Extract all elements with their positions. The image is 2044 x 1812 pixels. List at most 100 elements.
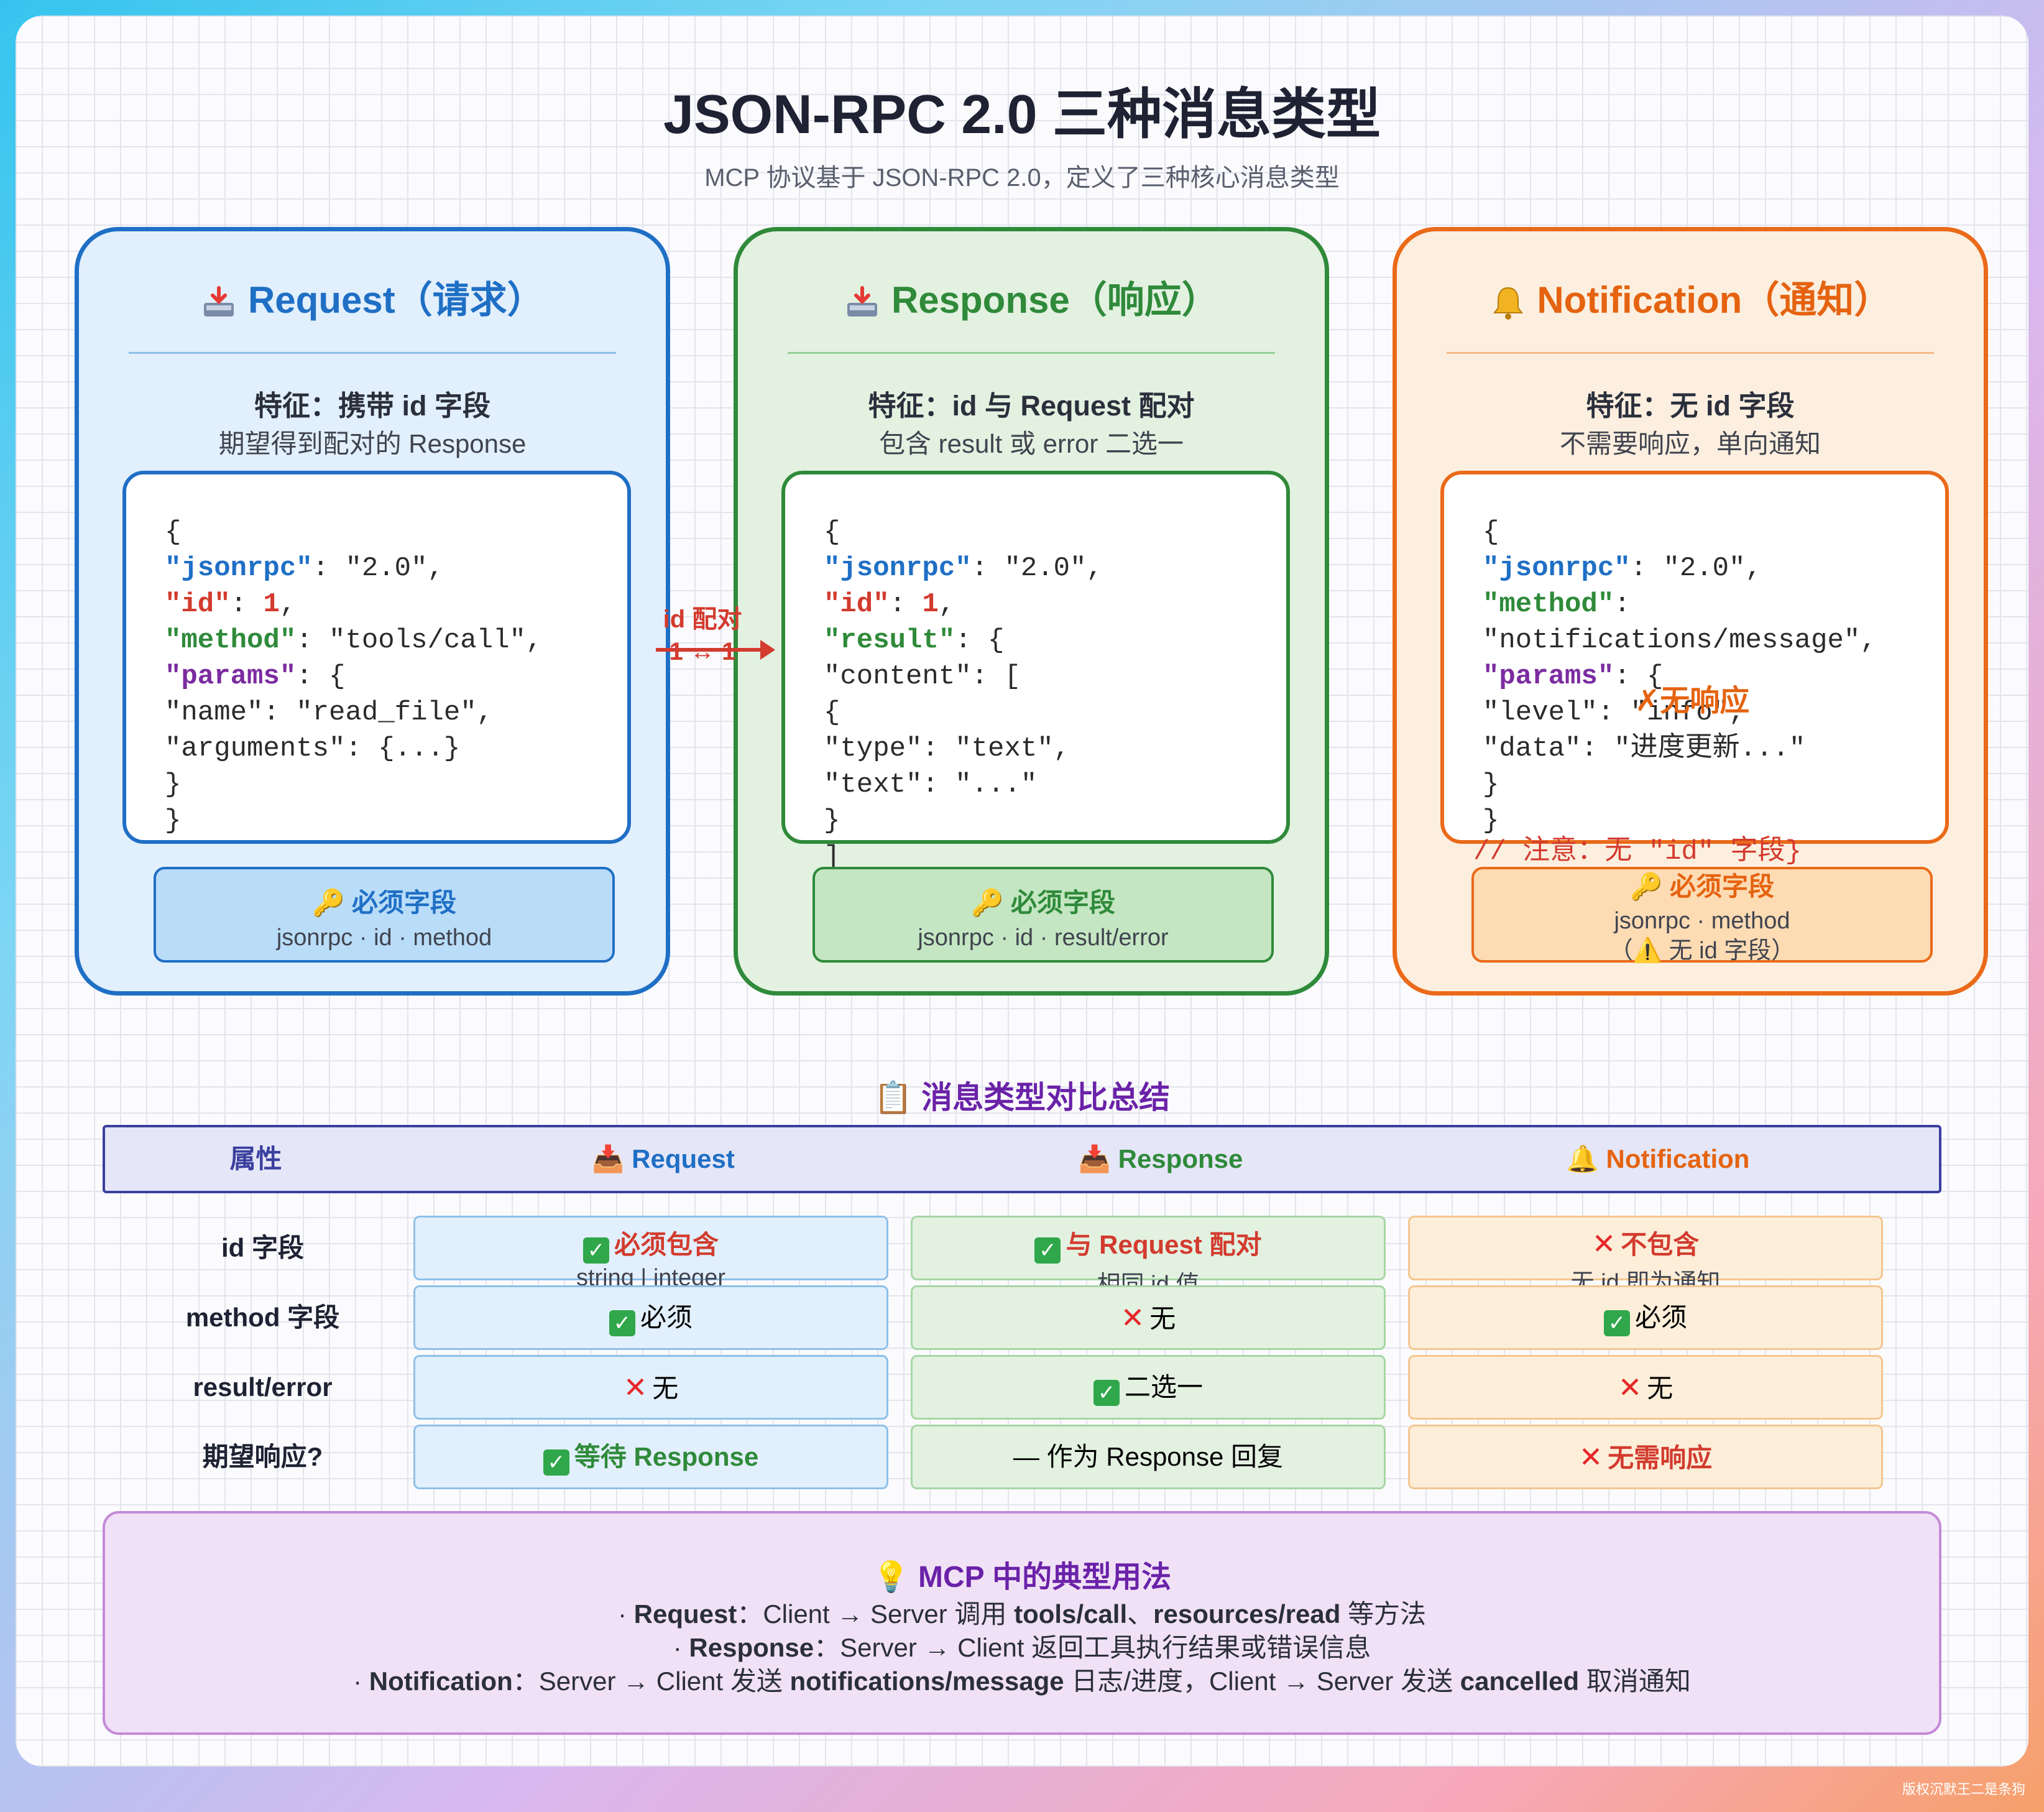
row-label-result: result/error	[193, 1372, 333, 1402]
required-title: 🔑 必须字段	[312, 888, 456, 917]
header-request: 📥 Request	[592, 1144, 735, 1173]
code-line: {	[824, 517, 840, 548]
cell-response-result: ✓二选一	[911, 1355, 1386, 1420]
header-response: 📥 Response	[1078, 1144, 1243, 1173]
cell-request-result: ✕无	[413, 1355, 888, 1420]
code-line: "name": "read_file",	[165, 697, 494, 728]
response-feature: 特征：id 与 Request 配对	[868, 390, 1195, 422]
required-title: 🔑 必须字段	[971, 888, 1115, 917]
request-divider	[129, 352, 616, 354]
code-line: "jsonrpc": "2.0",	[824, 553, 1103, 584]
header-attribute: 属性	[229, 1144, 282, 1173]
bell-icon	[1493, 287, 1523, 320]
code-key: "jsonrpc"	[824, 553, 972, 584]
code-line: {	[824, 697, 840, 728]
code-key: "jsonrpc"	[165, 553, 313, 584]
cell-notification-result: ✕无	[1408, 1355, 1883, 1420]
code-key: "params"	[1483, 661, 1614, 692]
response-code-block: { "jsonrpc": "2.0", "id": 1, "result": {…	[781, 471, 1290, 872]
code-line: }	[824, 805, 840, 836]
key-icon: 🔑	[971, 888, 1004, 917]
code-line: "data": "进度更新..."	[1483, 733, 1806, 764]
id-pair-line2: 1 ↔ 1	[669, 638, 736, 665]
cross-icon: ✕	[1618, 1371, 1642, 1403]
required-value: jsonrpc · id · method	[276, 925, 492, 951]
code-key: "id"	[165, 589, 231, 620]
request-title-text: Request（请求）	[247, 279, 545, 321]
diagram-card: JSON-RPC 2.0 三种消息类型 MCP 协议基于 JSON-RPC 2.…	[16, 16, 2028, 1767]
code-line: "content": [	[824, 661, 1021, 692]
inbox-tray-icon	[204, 286, 234, 317]
code-line: }	[165, 805, 182, 836]
response-feature-sub: 包含 result 或 error 二选一	[878, 429, 1184, 458]
code-line: "jsonrpc": "2.0",	[165, 553, 444, 584]
row-label-expect: 期望响应?	[202, 1442, 323, 1471]
usage-tip-box: 💡 MCP 中的典型用法 · Request：Client → Server 调…	[103, 1511, 1941, 1735]
request-feature-sub: 期望得到配对的 Response	[218, 429, 527, 458]
required-note: （⚠️ 无 id 字段）	[1609, 938, 1795, 964]
check-icon: ✓	[1603, 1310, 1630, 1336]
code-key: "params"	[165, 661, 297, 692]
watermark: 版权沉默王二是条狗	[1902, 1782, 2025, 1797]
code-line: "params": {	[165, 661, 346, 692]
cell-notification-method: ✓必须	[1408, 1285, 1883, 1350]
code-line: {	[165, 517, 182, 548]
required-value: jsonrpc · id · result/error	[918, 925, 1169, 951]
check-icon: ✓	[1093, 1380, 1120, 1406]
code-line: "arguments": {...}	[165, 733, 461, 764]
clipboard-icon: 📋	[873, 1080, 913, 1115]
response-required-fields: 🔑 必须字段 jsonrpc · id · result/error	[813, 867, 1274, 963]
page-subtitle: MCP 协议基于 JSON-RPC 2.0，定义了三种核心消息类型	[704, 164, 1340, 192]
light-bulb-icon: 💡	[872, 1561, 910, 1594]
request-feature: 特征：携带 id 字段	[254, 390, 490, 422]
tip-line-response: · Response：Server → Client 返回工具执行结果或错误信息	[673, 1633, 1371, 1662]
cell-notification-id: ✕不包含 无 id 即为通知	[1408, 1216, 1883, 1296]
notification-divider	[1447, 352, 1934, 354]
check-icon: ✓	[609, 1310, 635, 1336]
code-key: "method"	[1483, 589, 1614, 620]
page-title: JSON-RPC 2.0 三种消息类型	[663, 83, 1381, 145]
request-title: Request（请求）	[79, 270, 666, 324]
cell-request-method: ✓必须	[413, 1285, 888, 1350]
code-line: "notifications/message",	[1483, 625, 1877, 656]
code-line: "level": "info",	[1483, 697, 1746, 728]
check-icon: ✓	[543, 1449, 569, 1476]
code-line: }	[1483, 805, 1499, 836]
request-code-block: { "jsonrpc": "2.0", "id": 1, "method": "…	[122, 471, 631, 844]
cell-notification-expect: ✕无需响应	[1408, 1425, 1883, 1489]
row-label-id: id 字段	[221, 1233, 304, 1262]
code-line: "id": 1,	[165, 589, 297, 620]
check-icon: ✓	[582, 1237, 609, 1264]
row-label-method: method 字段	[185, 1303, 340, 1332]
notification-title: Notification（通知）	[1397, 270, 1984, 324]
notification-required-fields: 🔑 必须字段 jsonrpc · method（⚠️ 无 id 字段）	[1471, 867, 1933, 964]
summary-title: 📋 消息类型对比总结	[873, 1080, 1171, 1115]
required-title: 🔑 必须字段	[1630, 872, 1774, 901]
notification-feature: 特征：无 id 字段	[1586, 390, 1795, 422]
response-title-text: Response（响应）	[891, 279, 1219, 321]
code-line: }	[165, 769, 182, 800]
code-line: "method": "tools/call",	[165, 625, 543, 656]
key-icon: 🔑	[1630, 872, 1663, 901]
cross-icon: ✕	[1120, 1301, 1145, 1334]
request-panel: Request（请求） 特征：携带 id 字段 期望得到配对的 Response…	[75, 227, 670, 996]
cross-icon: ✕	[1591, 1227, 1616, 1260]
code-key: "method"	[165, 625, 297, 656]
inbox-tray-icon	[847, 286, 878, 317]
code-key: "id"	[824, 589, 890, 620]
cell-response-id: ✓与 Request 配对 相同 id 值	[911, 1216, 1386, 1298]
tip-title: 💡 MCP 中的典型用法	[872, 1561, 1172, 1594]
request-required-fields: 🔑 必须字段 jsonrpc · id · method	[154, 867, 615, 963]
tip-line-request: · Request：Client → Server 调用 tools/call、…	[617, 1599, 1427, 1629]
key-icon: 🔑	[312, 888, 345, 917]
code-line: "params": {	[1483, 661, 1664, 692]
code-line: "jsonrpc": "2.0",	[1483, 553, 1762, 584]
code-line: "result": {	[824, 625, 1005, 656]
cross-icon: ✕	[1578, 1441, 1603, 1473]
cell-response-expect: — 作为 Response 回复	[911, 1425, 1386, 1489]
id-pair-arrow	[656, 640, 775, 660]
notification-title-text: Notification（通知）	[1537, 279, 1892, 321]
notification-feature-sub: 不需要响应，单向通知	[1559, 429, 1821, 458]
code-line: "text": "..."	[824, 769, 1038, 800]
required-value: jsonrpc · method（⚠️ 无 id 字段）	[1609, 908, 1795, 964]
